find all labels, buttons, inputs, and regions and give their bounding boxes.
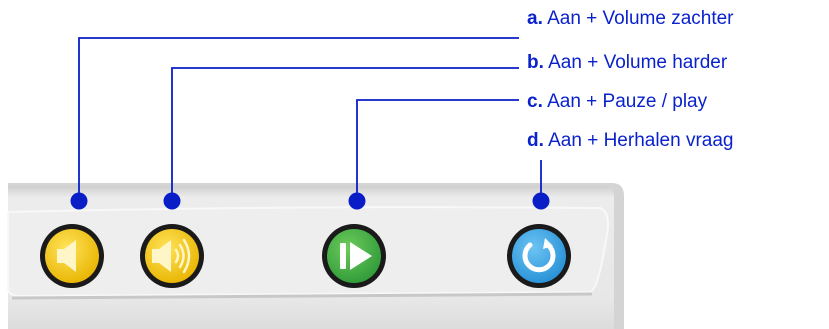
pause-play-icon — [340, 242, 372, 270]
speaker-high-icon — [152, 240, 171, 272]
callout-dot-d — [532, 192, 550, 210]
callout-label-d: d. Aan + Herhalen vraag — [527, 130, 734, 152]
pause-play-button[interactable] — [322, 224, 386, 288]
callout-label-c: c. Aan + Pauze / play — [527, 91, 707, 113]
callout-lines — [78, 37, 542, 201]
callout-dot-b — [163, 192, 181, 210]
callout-dots — [70, 192, 550, 210]
callout-text: Aan + Volume harder — [548, 52, 728, 73]
callout-letter: c. — [527, 91, 543, 112]
callout-letter: b. — [527, 52, 544, 73]
speaker-low-icon — [57, 240, 76, 272]
volume-down-button[interactable] — [40, 224, 104, 288]
callout-line-c — [356, 99, 519, 201]
callout-label-b: b. Aan + Volume harder — [527, 52, 727, 74]
callout-dot-c — [348, 192, 366, 210]
callout-line-a — [78, 37, 519, 201]
volume-up-button[interactable] — [140, 224, 204, 288]
callout-text: Aan + Pauze / play — [547, 91, 708, 112]
callout-text: Aan + Herhalen vraag — [548, 130, 734, 151]
callout-line-b — [171, 67, 519, 201]
callout-text: Aan + Volume zachter — [547, 8, 734, 29]
callout-label-a: a. Aan + Volume zachter — [527, 8, 734, 30]
callout-letter: d. — [527, 130, 544, 151]
repeat-icon — [522, 238, 556, 273]
callout-dot-a — [70, 192, 88, 210]
callout-letter: a. — [527, 8, 543, 29]
sound-waves-icon — [174, 238, 191, 274]
repeat-question-button[interactable] — [507, 224, 571, 288]
